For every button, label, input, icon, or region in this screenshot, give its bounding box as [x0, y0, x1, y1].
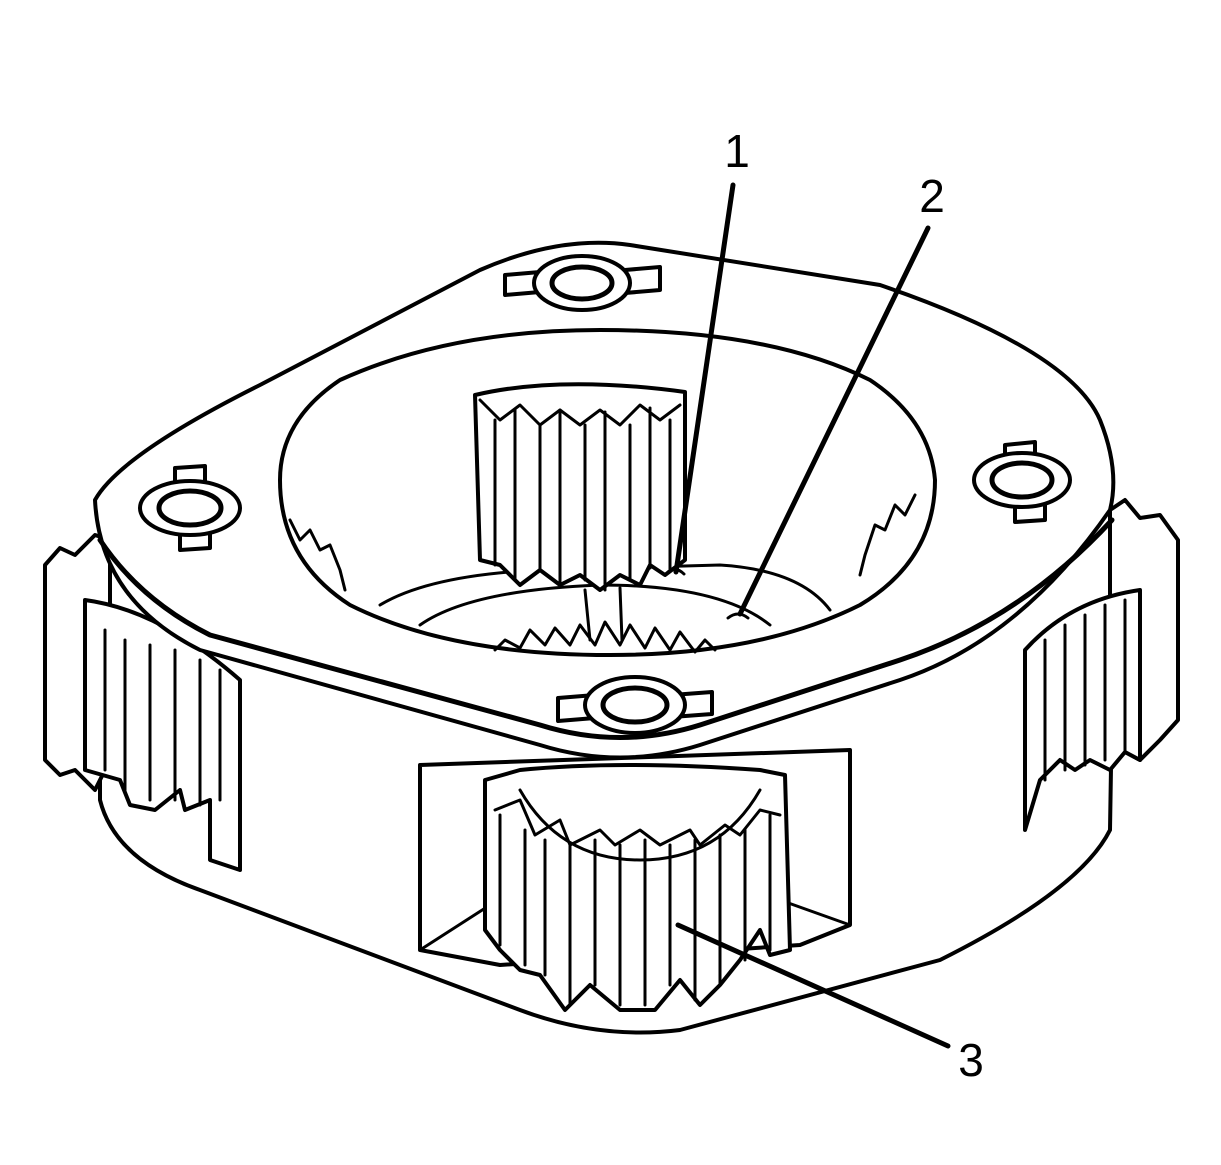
- planet-gear-front: [483, 763, 792, 1012]
- pinion-shaft-top: [503, 254, 662, 312]
- pinion-shaft-left: [138, 464, 242, 552]
- callout-2-label: 2: [919, 170, 945, 222]
- timing-mark-1: [666, 567, 686, 576]
- carrier-top-plate-edge: [97, 517, 1115, 740]
- planet-gear-left: [43, 533, 242, 872]
- callout-1-label: 1: [724, 125, 750, 177]
- callout-3-label: 3: [958, 1034, 984, 1086]
- planet-gear-rear: [473, 382, 687, 592]
- planet-gear-right: [1023, 498, 1180, 832]
- callout-3-leader: [675, 922, 951, 1049]
- pinion-shaft-front: [556, 675, 714, 735]
- pinion-shaft-right: [972, 440, 1072, 524]
- planet-gear-inner-left-glimpse: [288, 518, 347, 592]
- callout-2-leader: [737, 225, 931, 617]
- sun-gear: [493, 586, 717, 654]
- timing-mark-2: [726, 612, 750, 620]
- callout-1-leader: [673, 182, 736, 575]
- planet-gear-inner-right-glimpse: [858, 493, 917, 577]
